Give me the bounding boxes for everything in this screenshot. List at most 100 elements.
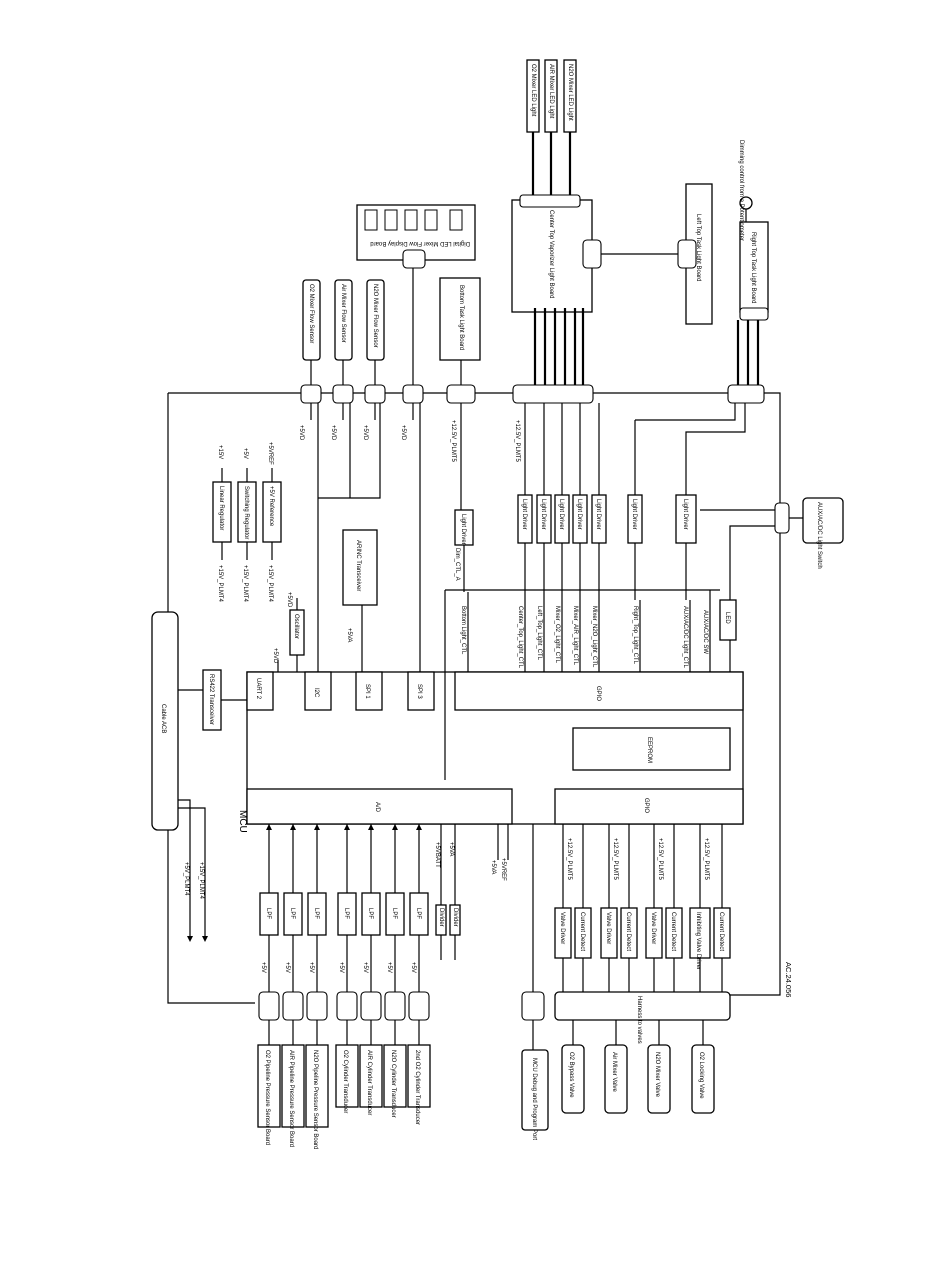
spi3-block [407, 671, 435, 711]
valves [561, 1044, 715, 1114]
mcu-debug-port [521, 1049, 549, 1131]
rail-flow3: +5VD [362, 425, 368, 441]
rail-sw-out: +5V [242, 448, 248, 459]
linear-regulator-label: Linear Regulator [218, 486, 224, 530]
arinc-label: ARINC Transceiver [355, 540, 361, 591]
harness-label: Harness to valves [636, 996, 642, 1044]
ld-7: Light Driver [682, 499, 688, 530]
mcu-debug-label: MCU Debug and Program Port [531, 1058, 537, 1140]
o2-led-label: O2 Mixer LED Light [530, 64, 536, 117]
rail-flow1: +5VD [298, 425, 304, 441]
rail-s3: +5V [308, 962, 314, 973]
rail-s5: +5V [362, 962, 368, 973]
rail-v1: +12.5V_PLMT5 [566, 838, 572, 881]
ctl-bottom: Bottom Light_CTL [460, 606, 466, 655]
led-block [719, 599, 737, 641]
rail-batt: +5VBATT [434, 842, 440, 868]
eeprom-block [572, 727, 731, 771]
cable-acb-label: Cable ACB [160, 704, 166, 733]
vd-2: Valve Driver [605, 912, 611, 944]
air-led-label: AIR Mixer LED Light [548, 64, 554, 119]
dim-ctl-label: Dim_CTL_A [454, 548, 460, 581]
ctl-aux-sw: AUX/AC/DC SW [702, 610, 708, 654]
i2c-block [304, 671, 332, 711]
sb-o2-cyl: O2 Cylinder Transducer [342, 1050, 348, 1113]
oscillator-label: Oscillator [293, 614, 299, 639]
ctl-o2: Mixer_O2_Light_CTL [554, 606, 560, 664]
valve-n2o: N2O Mixer Valve [654, 1052, 660, 1098]
rail-v3: +12.5V_PLMT5 [657, 838, 663, 881]
ld-4: Light Driver [576, 499, 582, 530]
figure-id: AC.24.056 [784, 962, 793, 997]
lpf-6: LPF [391, 908, 397, 919]
rail-lin-out: +15V [217, 445, 223, 459]
cable-acb-block [151, 611, 179, 831]
rail-lin-in: +15V_PLMT4 [217, 565, 223, 603]
rail-arinc: +5VA [346, 628, 352, 642]
sb-o2-2-cyl: 2nd O2 Cylinder Transducer [414, 1050, 420, 1125]
divider-2-label: Divider [452, 908, 458, 927]
rail-ad-5va: +5VA [490, 860, 496, 874]
ctl-right: Right_Top_Light_CTL [632, 606, 638, 665]
switching-regulator-label: Switching Regulator [243, 486, 249, 539]
lpf-3: LPF [313, 908, 319, 919]
lpf-7: LPF [415, 908, 421, 919]
rail-uart: +5VD [272, 648, 278, 664]
sb-n2o: N2O Pipeline Pressure Sensor Board [312, 1050, 318, 1149]
spi1-block [355, 671, 383, 711]
rail-flow2: +5VD [330, 425, 336, 441]
ctl-left: Left_Top_Light_CTL [536, 606, 542, 661]
ctl-n2o: Mixer_N2O_Light_CTL [591, 606, 597, 668]
lpf-1: LPF [265, 908, 271, 919]
ctl-air: Mixer_AIR_Light_CTL [572, 606, 578, 666]
spi1-label: SPI 1 [364, 684, 370, 699]
ld-6: Light Driver [631, 499, 637, 530]
seven-segment-icon [364, 209, 463, 231]
sensor-boards [257, 1044, 431, 1128]
rs422-label: RS422 Transceiver [208, 674, 214, 725]
divider-1-label: Divider [438, 908, 444, 927]
lpf-blocks [259, 892, 429, 936]
cd-1: Current Detect [579, 912, 585, 951]
lpf-2: LPF [289, 908, 295, 919]
right-top-board-label: Right Top Task Light Board [750, 232, 756, 304]
top-connectors [300, 384, 765, 404]
ld-2: Light Driver [540, 499, 546, 530]
ld-bottom: Light Driver [460, 514, 466, 545]
o2-flow-sensor-label: O2 Mixer Flow Sensor [308, 284, 314, 343]
cd-4: Current Detect [718, 912, 724, 951]
vd-3: Valve Driver [650, 912, 656, 944]
valve-o2-lock: O2 Locking Valve [698, 1052, 704, 1099]
rail-ad-ref: +5VREF [500, 858, 506, 881]
rail-s7: +5V [410, 962, 416, 973]
rail-v4: +12.5V_PLMT5 [703, 838, 709, 881]
n2o-flow-sensor-label: N2O Mixer Flow Sensor [372, 284, 378, 348]
rail-bottom: +12.5V_PLMT5 [450, 420, 456, 463]
arinc-block [342, 529, 378, 606]
lpf-5: LPF [367, 908, 373, 919]
bottom-task-board [439, 277, 481, 361]
rail-s6: +5V [386, 962, 392, 973]
uart-block [246, 671, 274, 711]
valve-air: Air Mixer Valve [611, 1052, 617, 1093]
air-flow-sensor-label: Air Mixer Flow Sensor [340, 284, 346, 343]
cd-2: Current Detect [625, 912, 631, 951]
aux-light-switch [802, 497, 844, 544]
led-label: LED [724, 612, 730, 624]
vd-4: Inhibiting Valve Driver [695, 912, 701, 970]
harness-block [554, 991, 731, 1021]
ref-5v-label: +5V Reference [268, 486, 274, 527]
rail-ref-in: +15V_PLMT4 [267, 565, 273, 603]
spi3-label: SPI 3 [416, 684, 422, 699]
vd-1: Valve Driver [559, 912, 565, 944]
bottom-task-board-label: Bottom Task Light Board [458, 285, 464, 350]
rail-15v-plmt4: +15V_PLMT4 [198, 862, 204, 900]
cd-3: Current Detect [670, 912, 676, 951]
gpio-top-label: GPIO [595, 686, 601, 701]
gpio-top-block [454, 671, 744, 711]
rail-osc: +5VD [286, 592, 292, 608]
eeprom-label: EEPROM [646, 737, 652, 763]
ld-1: Light Driver [521, 499, 527, 530]
ld-3: Light Driver [558, 499, 564, 530]
bottom-connectors [258, 991, 545, 1021]
